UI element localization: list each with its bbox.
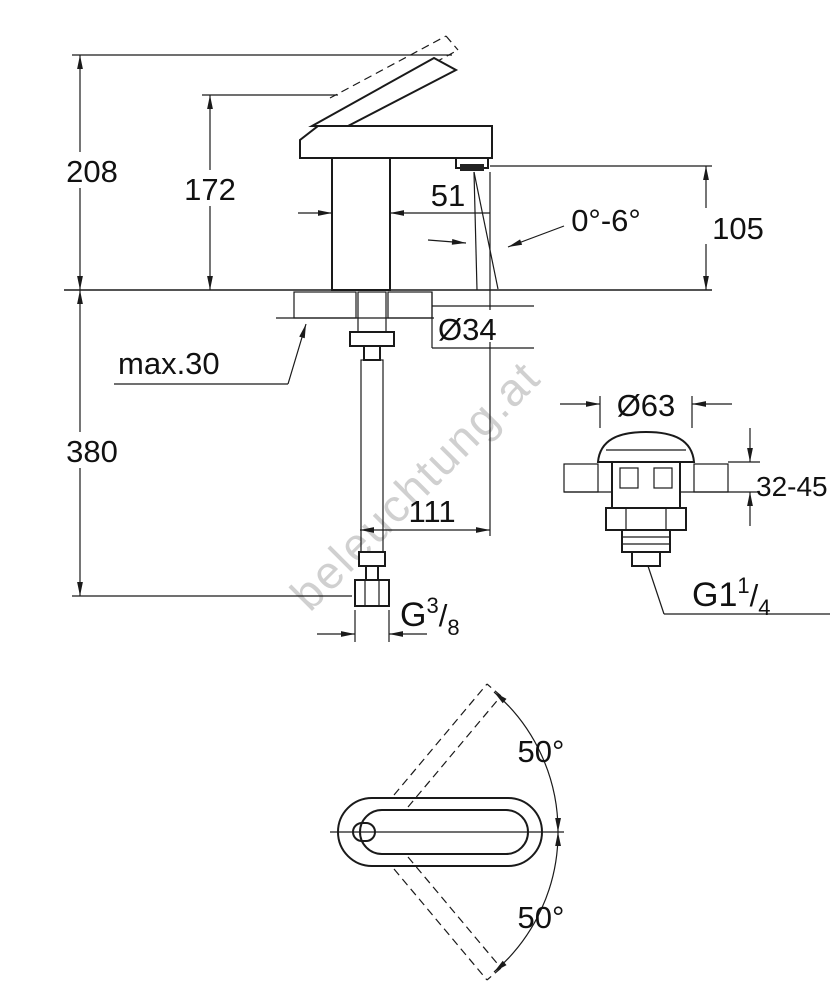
swing-arc-down [493, 831, 561, 973]
waste-thread-numerator: 1 [737, 573, 749, 598]
waste-thread-denominator: 4 [758, 595, 770, 620]
mounting-nut [349, 331, 395, 347]
dim-label-105: 105 [712, 211, 764, 246]
dim-label-51: 51 [431, 178, 465, 213]
waste-cap [596, 430, 696, 463]
dim-label-380: 380 [66, 434, 118, 469]
hose-adapter [363, 345, 381, 361]
waste-deck-left [563, 463, 599, 493]
faucet-side-view [64, 35, 712, 607]
dim-label-172: 172 [184, 172, 236, 207]
side-view-dimensions: 208 172 51 0°-6° 105 380 max.30 [60, 54, 774, 642]
deck-hatch-left [293, 291, 357, 319]
dim-label-dia63: Ø63 [617, 388, 676, 423]
dim-label-50-bottom: 50° [518, 900, 565, 935]
dim-label-111: 111 [408, 494, 455, 529]
faucet-body [331, 157, 391, 291]
dim-label-thread-g38: G3/8 [400, 593, 460, 640]
threaded-shank [357, 291, 387, 333]
dim-label-50-top: 50° [518, 734, 565, 769]
waste-body [605, 462, 687, 567]
water-stream [473, 171, 499, 291]
thread-prefix: G [400, 596, 426, 634]
lever-handle [308, 56, 459, 127]
thread-numerator: 3 [426, 593, 438, 618]
hose-neck [365, 565, 379, 581]
dim-label-208: 208 [66, 154, 118, 189]
dim-label-32-45: 32-45 [756, 471, 828, 502]
dim-label-thread-g114: G11/4 [692, 573, 770, 620]
waste-thread-slash: / [750, 578, 759, 613]
spout-head [299, 125, 493, 159]
handle-top-view: 50° 50° [330, 683, 565, 981]
hose-nut [354, 579, 390, 607]
waste-deck-right [693, 463, 729, 493]
handle-front-slot [352, 822, 376, 842]
popup-waste-view: Ø63 32-45 G11/4 [560, 388, 830, 620]
dim-label-max30: max.30 [118, 346, 220, 381]
dim-label-angle: 0°-6° [571, 203, 641, 238]
watermark-text: beleuchtung.at [280, 350, 550, 620]
thread-slash: / [439, 598, 448, 633]
swing-arc-up [493, 691, 561, 833]
thread-denominator: 8 [447, 615, 459, 640]
handle-swung-up-dashed [393, 683, 502, 808]
deck-hatch-right [387, 291, 433, 319]
waste-thread-prefix: G1 [692, 576, 737, 614]
aerator [460, 164, 484, 171]
handle-swung-down-dashed [393, 856, 502, 981]
hose-ferrule [358, 551, 386, 567]
dim-label-dia34: Ø34 [438, 312, 497, 347]
